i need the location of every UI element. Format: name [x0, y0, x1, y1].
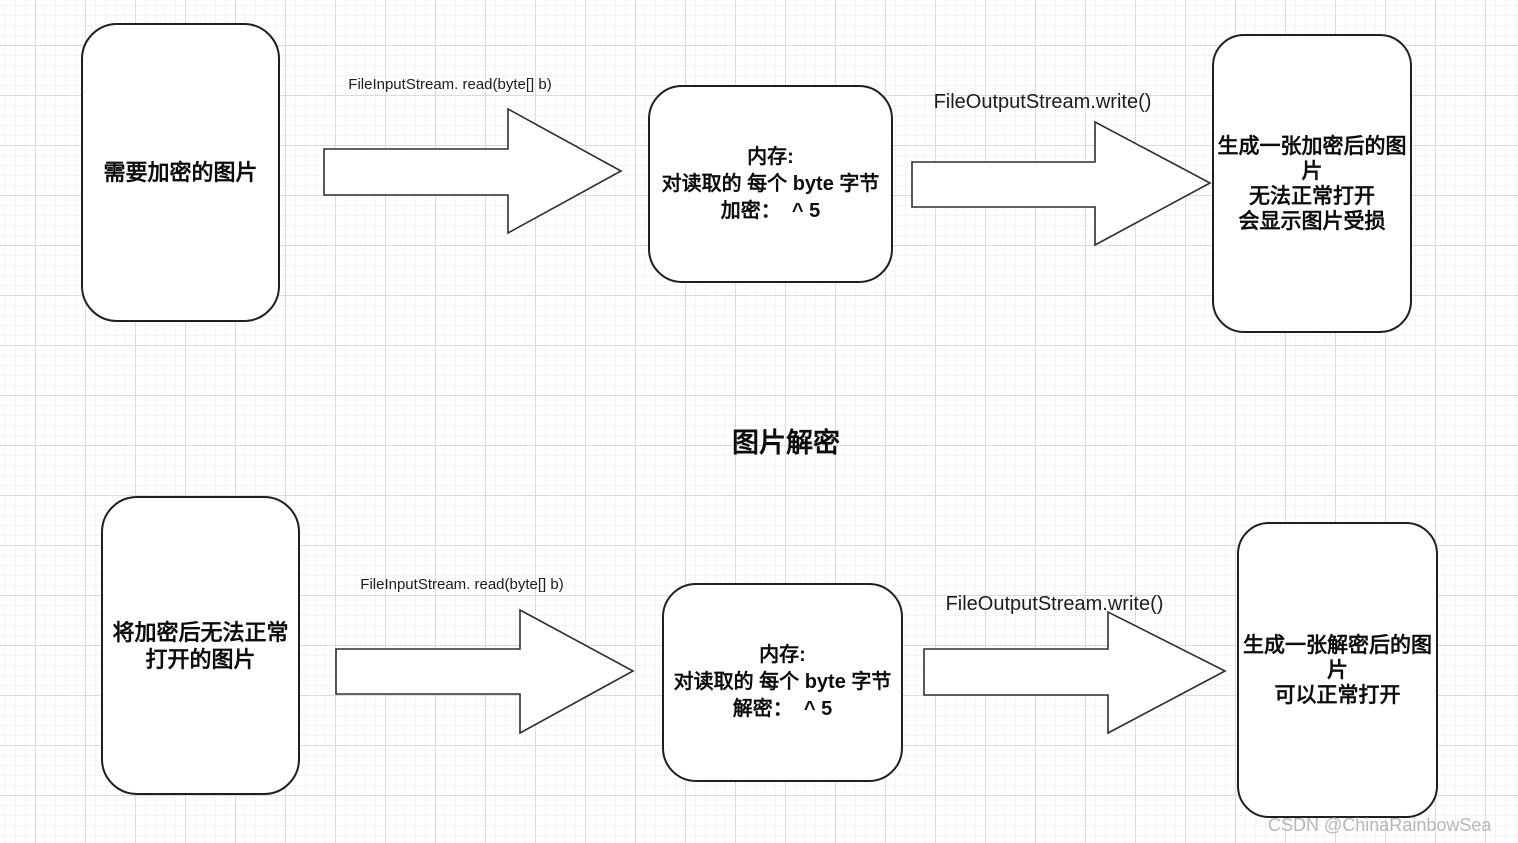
encrypt-result-line-3: 无法正常打开 [1249, 184, 1375, 208]
encrypt-memory-line-1: 内存: [747, 145, 794, 168]
encrypt-memory-box: 内存: 对读取的 每个 byte 字节 加密： ^ 5 [648, 85, 893, 283]
encrypt-read-arrow-label: FileInputStream. read(byte[] b) [348, 76, 552, 93]
decrypt-source-line-1: 将加密后无法正常 [112, 619, 289, 645]
encrypt-source-box: 需要加密的图片 [81, 23, 280, 322]
encrypt-source-text: 需要加密的图片 [103, 160, 258, 185]
encrypt-result-line-1: 生成一张加密后的图 [1217, 134, 1407, 158]
encrypt-read-arrow [323, 107, 623, 235]
encrypt-result-line-4: 会显示图片受损 [1238, 209, 1386, 233]
encrypt-memory-line-3: 加密： ^ 5 [720, 199, 821, 222]
decrypt-source-line-2: 打开的图片 [145, 646, 256, 672]
encrypt-write-arrow [911, 120, 1212, 247]
decrypt-write-arrow [923, 610, 1227, 735]
decrypt-memory-line-2: 对读取的 每个 byte 字节 [673, 671, 892, 693]
decrypt-result-line-2: 片 [1327, 658, 1348, 682]
decrypt-memory-line-1: 内存: [759, 644, 806, 666]
decrypt-read-arrow [335, 608, 635, 735]
decrypt-source-box: 将加密后无法正常 打开的图片 [101, 496, 300, 795]
section-title: 图片解密 [732, 428, 840, 458]
decrypt-result-line-1: 生成一张解密后的图 [1243, 633, 1432, 657]
decrypt-read-arrow-label: FileInputStream. read(byte[] b) [360, 576, 564, 593]
decrypt-write-arrow-label: FileOutputStream.write() [945, 593, 1164, 615]
decrypt-memory-line-3: 解密： ^ 5 [732, 698, 833, 720]
encrypt-memory-line-2: 对读取的 每个 byte 字节 [661, 172, 880, 195]
encrypt-write-arrow-label: FileOutputStream.write() [933, 91, 1152, 113]
decrypt-result-box: 生成一张解密后的图 片 可以正常打开 [1237, 522, 1438, 818]
decrypt-memory-box: 内存: 对读取的 每个 byte 字节 解密： ^ 5 [662, 583, 903, 782]
decrypt-result-line-3: 可以正常打开 [1274, 683, 1401, 707]
encrypt-result-box: 生成一张加密后的图 片 无法正常打开 会显示图片受损 [1212, 34, 1412, 333]
encrypt-result-line-2: 片 [1301, 159, 1323, 183]
watermark: CSDN @ChinaRainbowSea [1268, 815, 1492, 835]
